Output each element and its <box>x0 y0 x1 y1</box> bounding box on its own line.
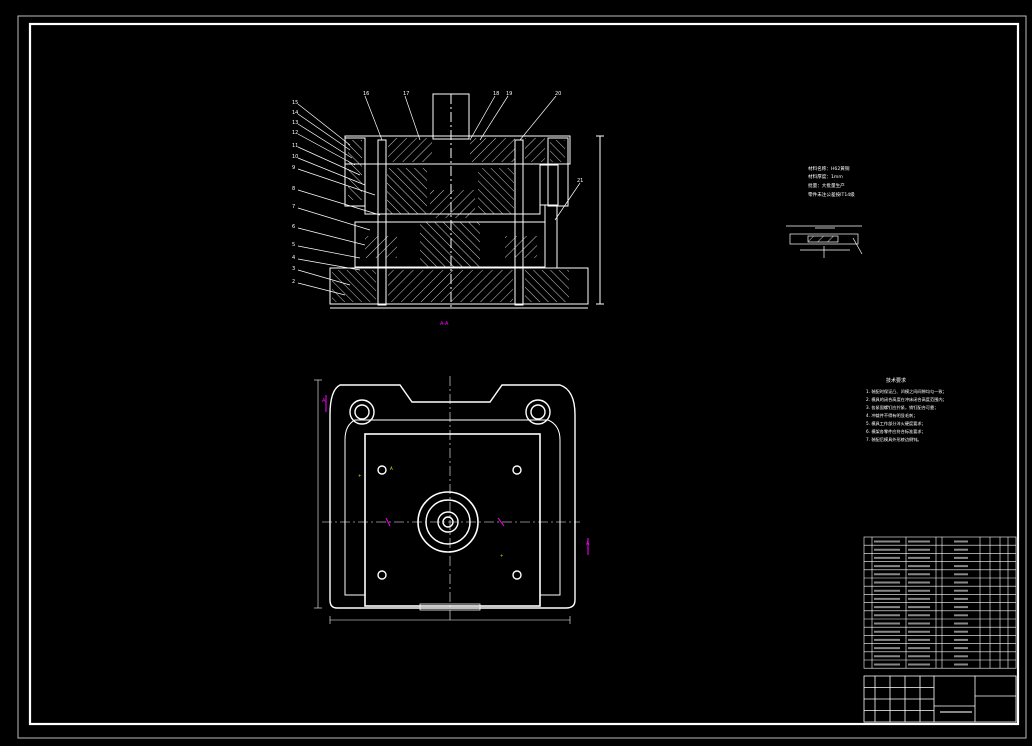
part-notes: 材料名称：H62黄铜 材料厚度：1mm 批量：大批量生产 零件未注公差按IT14… <box>808 165 855 198</box>
section-caption: A-A <box>440 321 449 327</box>
callout-number: 15 <box>292 100 298 106</box>
part-note-line-1: 材料名称：H62黄铜 <box>808 165 850 172</box>
callout-leaders <box>297 95 581 296</box>
callout-number: 5 <box>292 242 295 248</box>
callout-number: 14 <box>292 110 298 116</box>
callout-number: 4 <box>292 255 295 261</box>
tech-requirements: 技术要求 1. 装配时保证凸、凹模之间间隙均匀一致； 2. 模具的闭合高度在冲床… <box>866 377 947 443</box>
part-note-line-4: 零件未注公差按IT14级 <box>808 191 855 198</box>
callout-numbers-left: 15 14 13 12 11 10 9 8 7 6 5 4 3 2 <box>292 100 298 285</box>
svg-text:6. 模架各零件应符合标准要求；: 6. 模架各零件应符合标准要求； <box>866 428 926 435</box>
plan-view <box>322 376 580 620</box>
callout-number: 3 <box>292 266 295 272</box>
callout-number: 12 <box>292 130 298 136</box>
svg-text:4. 冲裁件不得有明显毛刺；: 4. 冲裁件不得有明显毛刺； <box>866 412 917 419</box>
callout-number: 9 <box>292 165 295 171</box>
callout-number: 16 <box>363 91 369 97</box>
svg-text:7. 装配后模具外形棱边倒钝。: 7. 装配后模具外形棱边倒钝。 <box>866 436 922 443</box>
callout-number: 2 <box>292 279 295 285</box>
svg-text:A: A <box>390 466 393 471</box>
callout-number: 19 <box>506 91 512 97</box>
tech-req-title: 技术要求 <box>886 377 906 384</box>
svg-text:+: + <box>500 553 503 558</box>
callout-number: 10 <box>292 154 298 160</box>
svg-text:5. 模具工作部分淬火硬度要求；: 5. 模具工作部分淬火硬度要求； <box>866 420 926 427</box>
callout-number: 8 <box>292 186 295 192</box>
callout-numbers-top: 16 17 18 19 20 <box>363 91 561 97</box>
callout-number: 13 <box>292 120 298 126</box>
inner-border <box>28 22 1020 726</box>
callout-number: 20 <box>555 91 561 97</box>
section-hatching <box>332 138 569 302</box>
part-note-line-2: 材料厚度：1mm <box>808 173 843 180</box>
callout-number: 11 <box>292 143 298 149</box>
callout-right: 21 <box>577 178 583 184</box>
svg-text:2. 模具的闭合高度在冲床闭合高度范围内；: 2. 模具的闭合高度在冲床闭合高度范围内； <box>866 396 947 403</box>
section-marks <box>325 395 589 555</box>
plan-section-labels: A A <box>322 398 590 547</box>
svg-text:A: A <box>322 398 326 404</box>
callout-number: 7 <box>292 204 295 210</box>
callout-number: 18 <box>493 91 499 97</box>
svg-text:3. 各紧固螺钉应拧紧，销钉配合可靠；: 3. 各紧固螺钉应拧紧，销钉配合可靠； <box>866 404 938 411</box>
svg-text:+: + <box>358 473 361 478</box>
bom-table <box>863 536 1017 669</box>
title-block <box>863 675 1017 723</box>
part-note-line-3: 批量：大批量生产 <box>808 182 845 189</box>
yellow-markers: + + A <box>358 466 503 558</box>
part-profile-icon <box>786 225 863 258</box>
svg-text:1. 装配时保证凸、凹模之间间隙均匀一致；: 1. 装配时保证凸、凹模之间间隙均匀一致； <box>866 388 947 395</box>
plan-dimensions <box>314 379 571 624</box>
svg-text:A: A <box>586 541 590 547</box>
callout-number: 17 <box>403 91 409 97</box>
callout-number: 6 <box>292 224 295 230</box>
outer-border <box>17 15 1027 739</box>
